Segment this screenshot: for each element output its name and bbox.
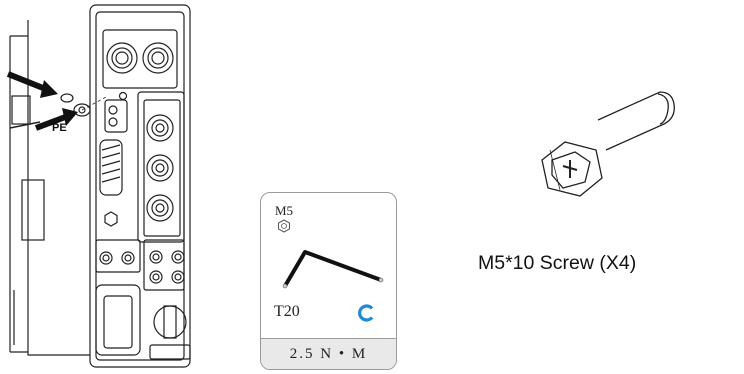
tool-spec-card: M5 T20 2.5 N • M xyxy=(260,192,397,370)
arrow-right-icon xyxy=(34,108,78,131)
inverter-side-bracket xyxy=(9,20,90,356)
torque-value: 2.5 N • M xyxy=(289,346,368,362)
pe-cable-assembly xyxy=(9,93,109,129)
hex-head-icon xyxy=(278,219,290,233)
clockwise-arrow-icon xyxy=(358,304,374,322)
screw-size-label: M5 xyxy=(275,203,294,218)
arrow-right-icon xyxy=(6,71,58,98)
screw-illustration xyxy=(541,91,675,197)
torx-key-icon xyxy=(282,250,384,289)
bit-size-label: T20 xyxy=(274,303,300,320)
screw-caption: M5*10 Screw (X4) xyxy=(478,252,637,274)
inverter-front-panel xyxy=(89,4,191,368)
torque-band: 2.5 N • M xyxy=(261,338,396,369)
pe-label: PE xyxy=(52,122,67,134)
